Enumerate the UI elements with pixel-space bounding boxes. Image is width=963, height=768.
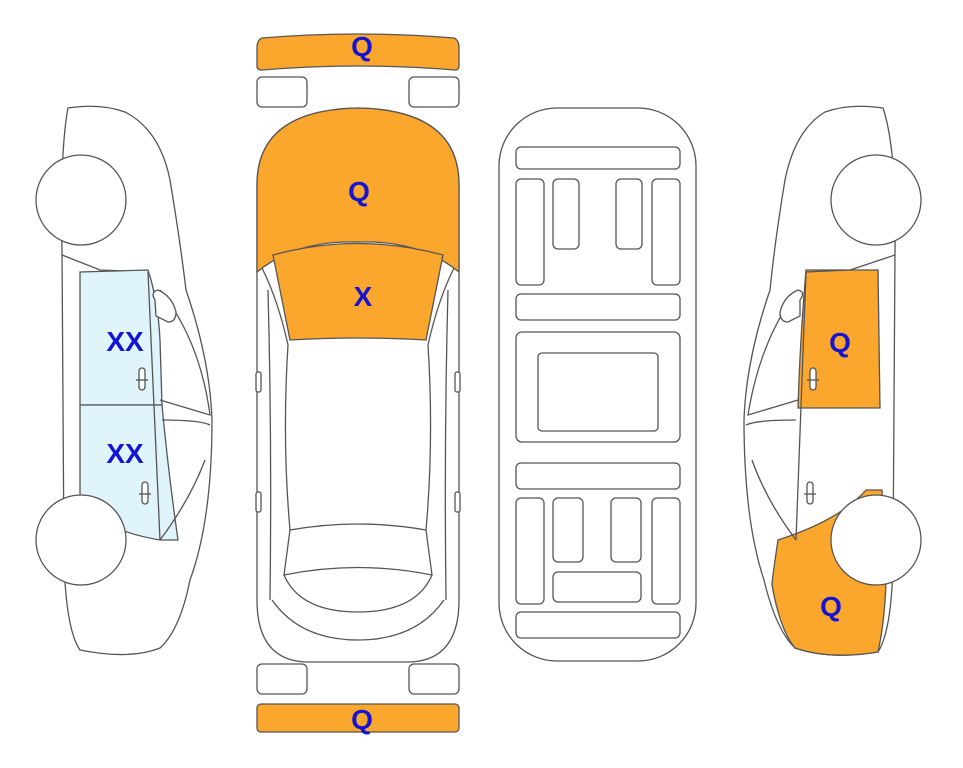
right-rear-quarter-label: Q xyxy=(820,591,842,622)
front-right-light xyxy=(408,76,460,108)
rear-left-light xyxy=(256,663,308,695)
windshield-panel[interactable] xyxy=(272,242,444,341)
right-side-view: Q Q xyxy=(743,105,922,656)
left-front-window-label: XX xyxy=(106,326,144,357)
left-rear-window-label: XX xyxy=(106,438,144,469)
left-side-view: XX XX xyxy=(35,105,213,656)
front-left-light xyxy=(256,76,308,108)
top-view: Q Q X Q xyxy=(255,31,461,735)
right-rear-wheel xyxy=(830,494,922,586)
right-front-door-label: Q xyxy=(829,327,851,358)
rear-bumper-label: Q xyxy=(351,704,373,735)
left-rear-wheel xyxy=(35,494,127,586)
rear-right-light xyxy=(408,663,460,695)
windshield-label: X xyxy=(354,281,373,312)
hood-panel[interactable] xyxy=(256,107,460,274)
right-front-wheel xyxy=(830,154,922,246)
underbody-view xyxy=(498,107,697,662)
rear-bumper-panel[interactable] xyxy=(256,703,460,733)
hood-label: Q xyxy=(348,176,370,207)
front-bumper-label: Q xyxy=(351,31,373,62)
right-front-door-panel[interactable] xyxy=(797,269,881,409)
front-bumper-panel[interactable] xyxy=(256,33,460,71)
left-front-wheel xyxy=(35,154,127,246)
